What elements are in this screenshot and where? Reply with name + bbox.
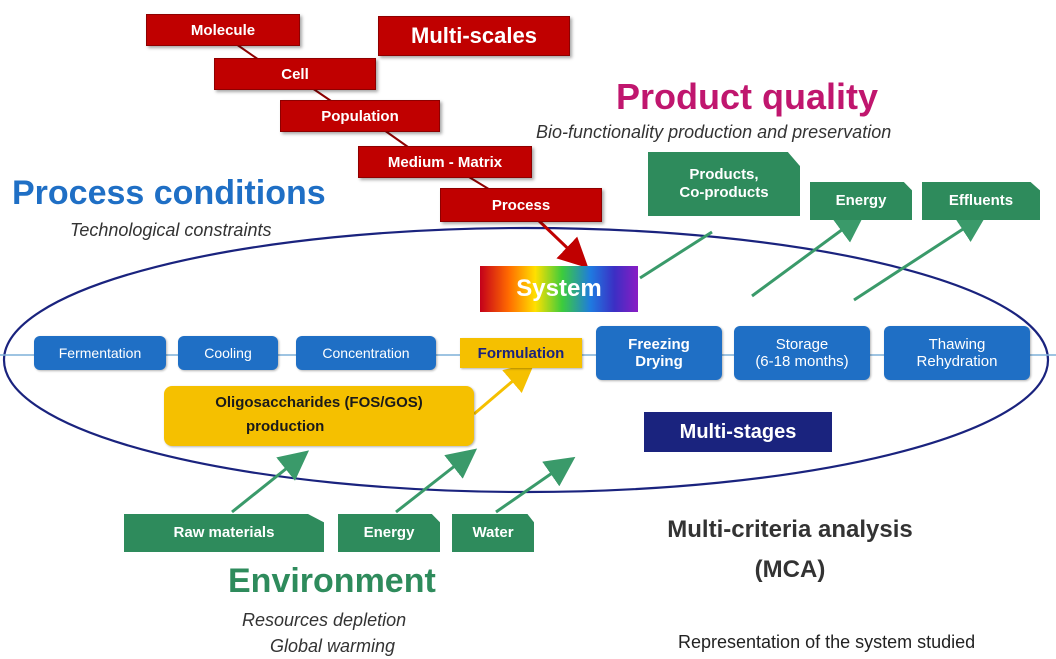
energy-in-arrow: [395, 448, 478, 514]
stage-fermentation: Fermentation: [34, 336, 166, 370]
output-energy-box: Energy: [810, 182, 912, 220]
scale-title: Multi-scales: [378, 16, 570, 56]
scale-molecule: Molecule: [146, 14, 300, 46]
output-products-box: Products, Co-products: [648, 152, 800, 216]
system-label: System: [516, 275, 602, 302]
water-in-arrow: [495, 456, 576, 514]
environment-title: Environment: [228, 562, 436, 600]
system-to-products-arrow: [639, 230, 713, 280]
scale-medium-matrix: Medium - Matrix: [358, 146, 532, 178]
scale-population: Population: [280, 100, 440, 132]
stage-formulation: Formulation: [460, 338, 582, 368]
multi-stages-box: Multi-stages: [644, 412, 832, 452]
product-quality-subtitle: Bio-functionality production and preserv…: [536, 122, 892, 142]
input-water-box: Water: [452, 514, 534, 552]
mca-line1: Multi-criteria analysis: [667, 516, 913, 543]
process-conditions-subtitle: Technological constraints: [70, 220, 272, 240]
energy-out-arrow: [751, 212, 866, 298]
system-box: [480, 266, 638, 312]
mca-line2: (MCA): [754, 556, 826, 583]
stage-freezing-drying: Freezing Drying: [596, 326, 722, 380]
scale-link-3: [383, 129, 409, 148]
input-energy-box: Energy: [338, 514, 440, 552]
raw-materials-in-arrow: [231, 450, 310, 514]
stage-concentration: Concentration: [296, 336, 436, 370]
output-effluents-box: Effluents: [922, 182, 1040, 220]
scale-cell: Cell: [214, 58, 376, 90]
process-conditions-title: Process conditions: [12, 174, 326, 212]
product-quality-title: Product quality: [616, 76, 879, 117]
oligo-line1: Oligosaccharides (FOS/GOS): [215, 394, 423, 411]
stage-storage: Storage (6-18 months): [734, 326, 870, 380]
environment-sub2: Global warming: [270, 636, 396, 656]
scale-process: Process: [440, 188, 602, 222]
oligo-to-formulation-arrow: [473, 362, 535, 416]
input-raw-materials-box: Raw materials: [124, 514, 324, 552]
process-to-system-arrow: [534, 216, 589, 269]
figure-caption: Representation of the system studied: [678, 632, 976, 652]
oligo-box: [164, 386, 474, 446]
oligo-line2: production: [246, 418, 325, 435]
stage-cooling: Cooling: [178, 336, 278, 370]
effluents-out-arrow: [853, 213, 988, 302]
stage-thawing-rehydration: Thawing Rehydration: [884, 326, 1030, 380]
environment-sub1: Resources depletion: [242, 610, 407, 630]
